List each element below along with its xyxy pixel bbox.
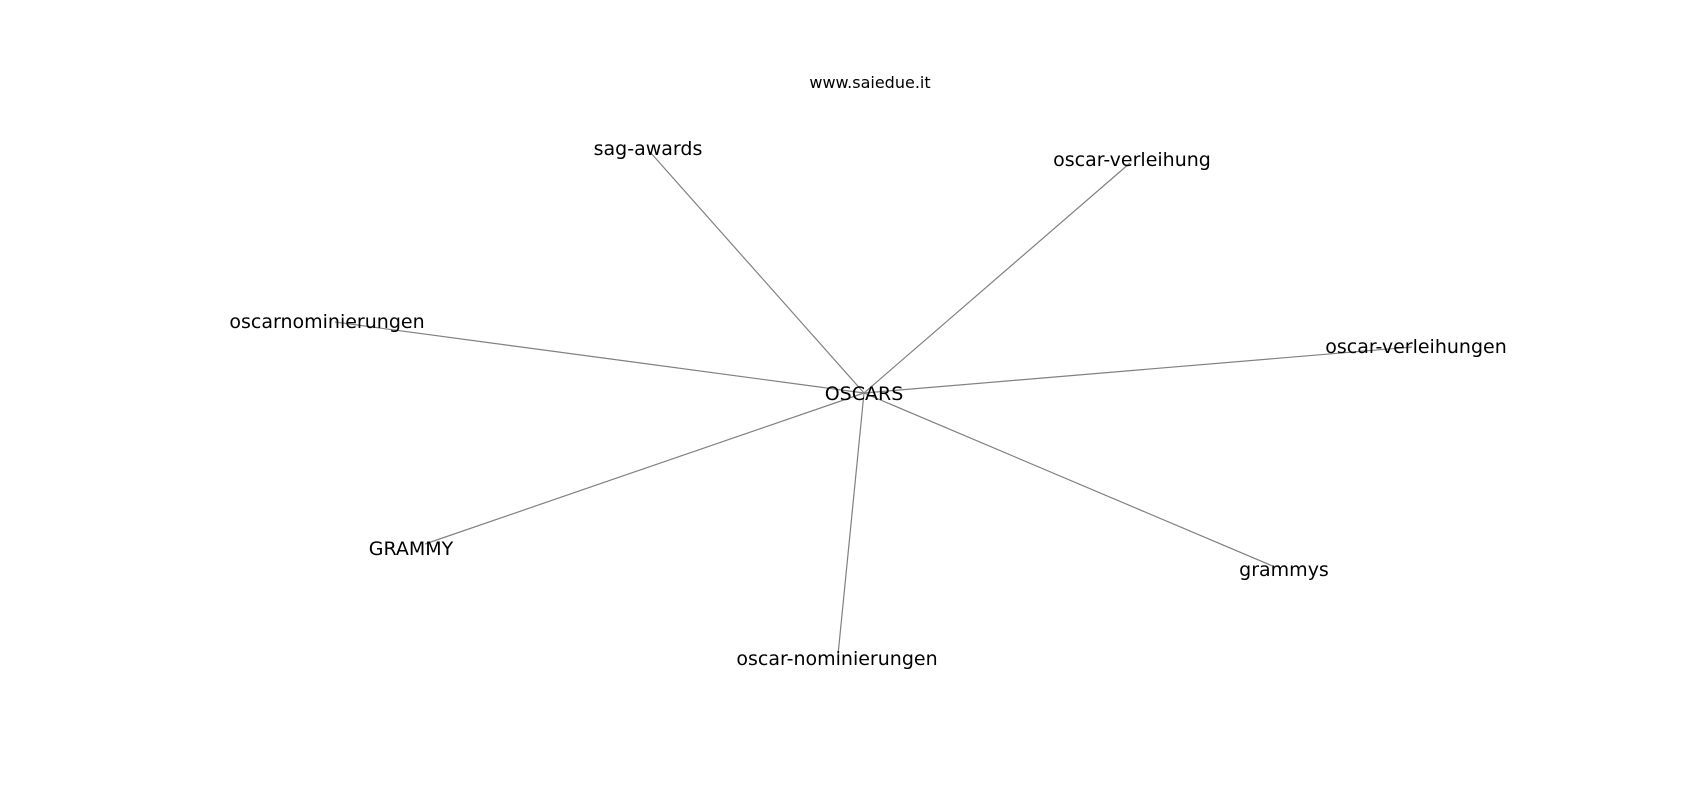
edge-oscars-grammy xyxy=(424,392,865,545)
node-layer: OSCARS sag-awards oscar-verleihung oscarnom… xyxy=(229,138,1506,670)
node-label-oscar-nominierungen: oscar-nominierungen xyxy=(736,648,937,670)
edge-layer xyxy=(334,151,1413,656)
node-label-grammys: grammys xyxy=(1239,559,1329,581)
edge-oscars-oscar-verleihung xyxy=(863,162,1131,394)
node-label-oscars: OSCARS xyxy=(825,383,904,405)
node-label-oscarnominierungen: oscarnominierungen xyxy=(229,311,424,333)
watermark-text: www.saiedue.it xyxy=(809,73,930,92)
edge-oscars-oscar-nominierungen xyxy=(837,392,865,656)
node-label-oscar-verleihungen: oscar-verleihungen xyxy=(1325,336,1506,358)
node-label-grammy: GRAMMY xyxy=(369,538,454,560)
edge-oscars-sag-awards xyxy=(649,151,865,394)
node-label-sag-awards: sag-awards xyxy=(594,138,703,160)
edge-oscars-grammys xyxy=(863,392,1276,568)
node-label-oscar-verleihung: oscar-verleihung xyxy=(1053,149,1211,171)
edge-oscars-oscarnominierungen xyxy=(334,321,865,394)
edge-oscars-oscar-verleihungen xyxy=(863,346,1413,394)
